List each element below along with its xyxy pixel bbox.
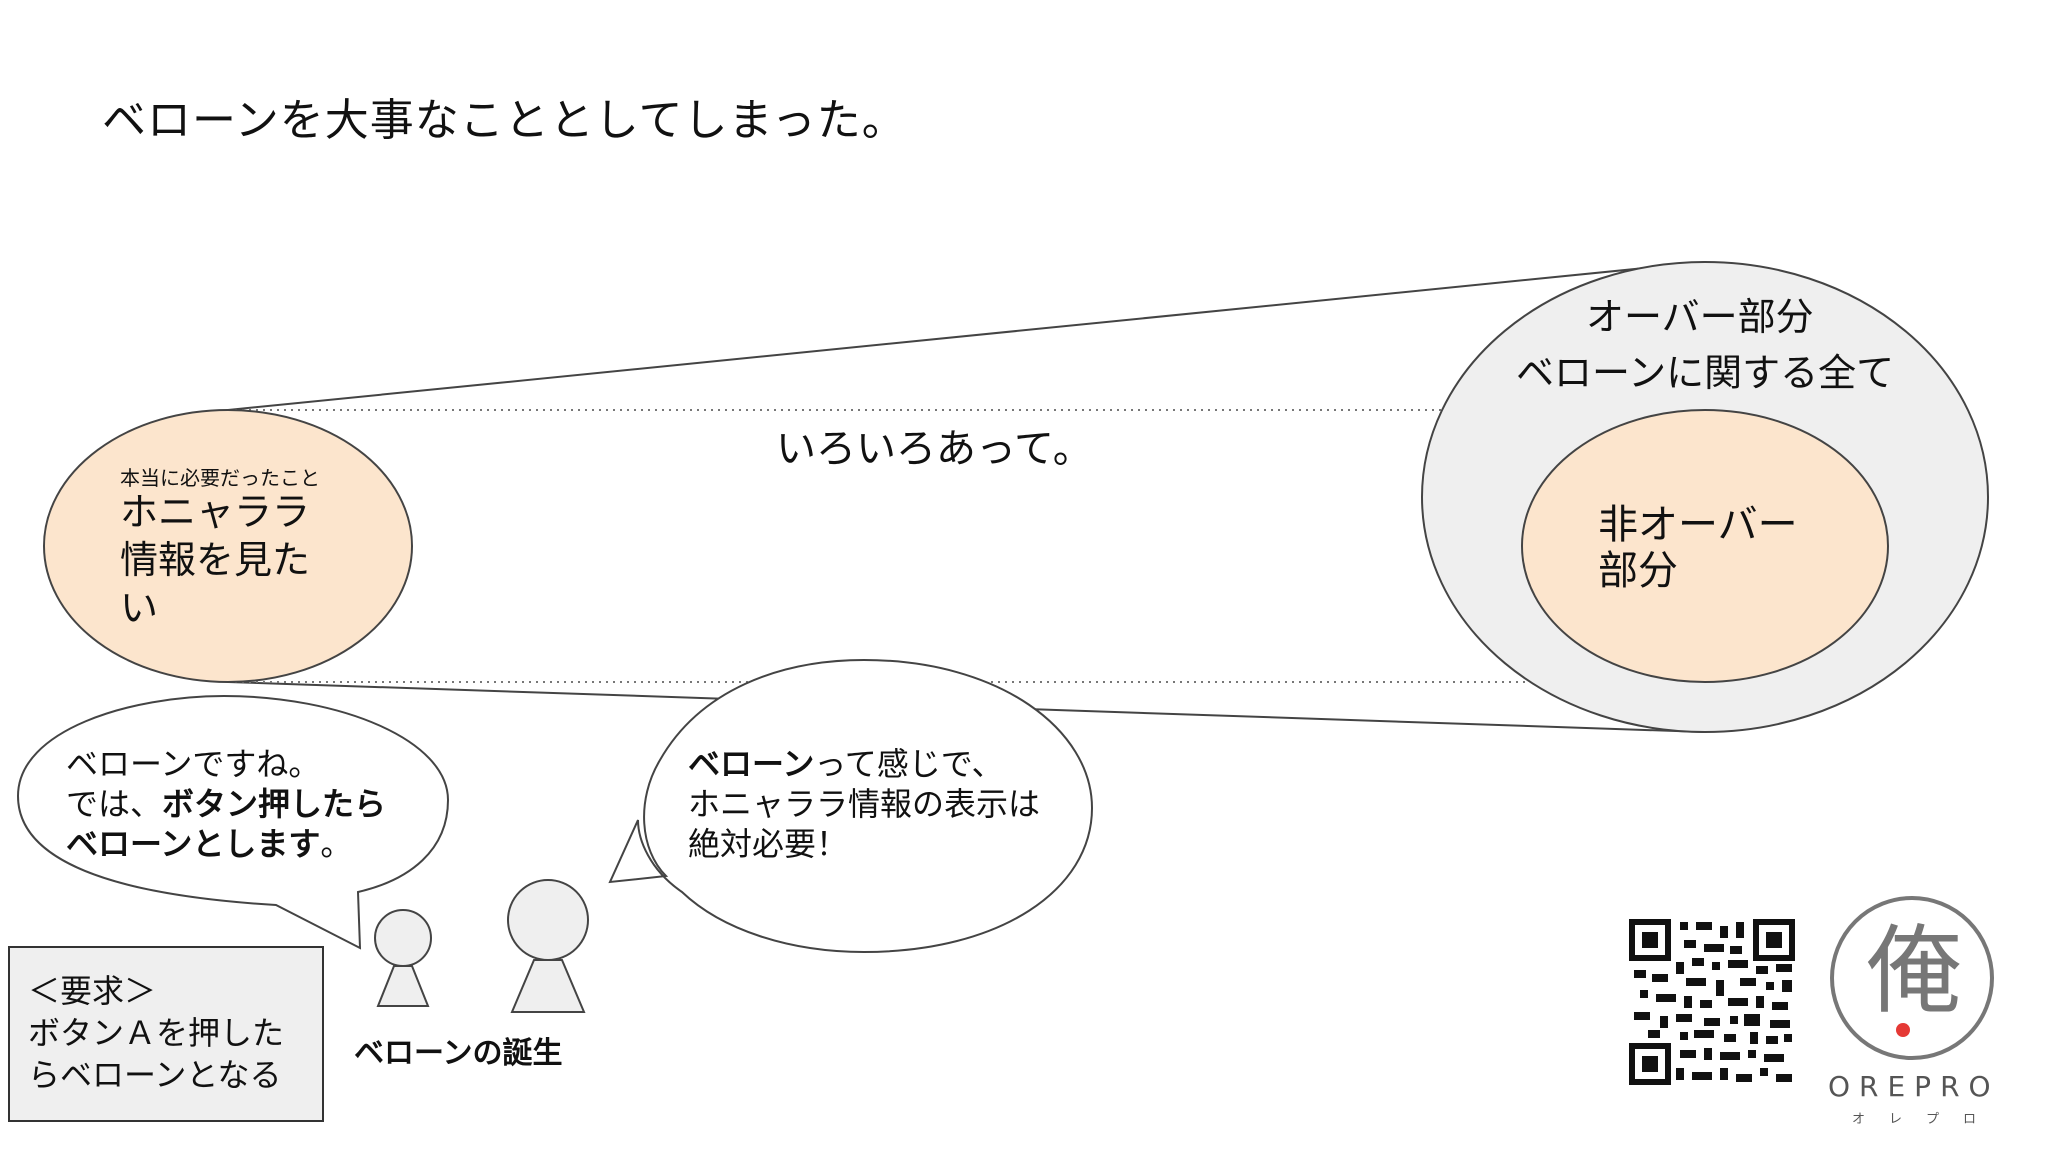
bubble-left-line2-bold: ボタン押したら	[162, 785, 387, 823]
need-circle	[43, 409, 413, 683]
bubble-right-line3: 絶対必要！	[688, 825, 849, 863]
slide-title: ベローンを大事なこととしてしまった。	[102, 95, 907, 146]
bubble-left-line1: ベローンですね。	[66, 745, 321, 783]
projection-line-top	[227, 261, 1706, 411]
bubble-left-line2-plain: では、	[66, 785, 163, 823]
middle-caption: いろいろあって。	[776, 426, 1093, 472]
logo-kanji: 俺	[1866, 915, 1962, 1027]
bubble-right-line1-plain: って感じで、	[814, 745, 1004, 783]
bubble-left-text: ベローンですね。 では、ボタン押したら ベローンとします。	[66, 744, 446, 864]
person-small-body	[376, 965, 430, 1007]
logo-name: OREPRO	[1828, 1070, 2000, 1103]
person-large-body	[510, 959, 586, 1013]
speech-bubble-right	[608, 658, 1094, 954]
bubble-right-line1-bold: ベローン	[688, 745, 815, 783]
bubble-left-line3-bold: ベローンとします	[66, 825, 321, 863]
bubble-left-line3-plain: 。	[320, 825, 353, 863]
person-small-head	[374, 909, 432, 967]
speech-bubble-left	[16, 694, 450, 950]
logo-circle	[1830, 896, 1994, 1060]
inner-circle	[1521, 409, 1889, 683]
outer-circle-label-2: ベローンに関する全て	[1516, 351, 1895, 395]
need-circle-main-text: ホニャララ 情報を見た い	[120, 490, 311, 630]
outer-circle-label-1: オーバー部分	[1586, 295, 1814, 339]
need-circle-small-label: 本当に必要だったこと	[120, 466, 320, 490]
qr-code	[1629, 919, 1795, 1085]
bubble-right-text: ベローンって感じで、 ホニャララ情報の表示は 絶対必要！	[688, 744, 1108, 864]
requirement-text: ＜要求＞ ボタンＡを押した らベローンとなる	[28, 972, 285, 1094]
requirement-box	[8, 946, 324, 1122]
person-large-head	[507, 879, 589, 961]
logo-kana: オレプロ	[1852, 1112, 2001, 1127]
inner-circle-label: 非オーバー 部分	[1598, 502, 1798, 594]
bubble-right-line2: ホニャララ情報の表示は	[688, 785, 1041, 823]
logo-red-dot	[1896, 1023, 1910, 1037]
figures-caption: ベローンの誕生	[354, 1036, 563, 1071]
